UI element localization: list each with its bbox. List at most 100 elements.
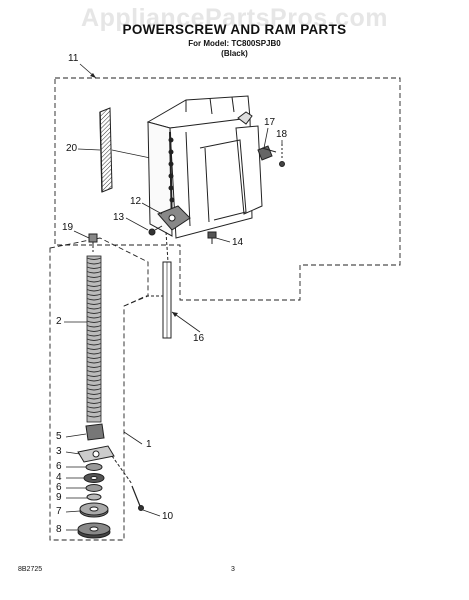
callout-2: 2 <box>56 316 62 327</box>
thread-ridge <box>86 298 102 301</box>
thread-ridge <box>86 325 102 328</box>
callout-13: 13 <box>113 212 125 223</box>
thread-ridge <box>86 334 102 337</box>
callout-6-lower: 6 <box>56 482 62 493</box>
drawing-code: 8B2725 <box>18 566 43 573</box>
upper-assembly-outline <box>54 77 401 301</box>
callout-1: 1 <box>146 439 152 450</box>
leader-14 <box>215 237 231 243</box>
callout-9: 9 <box>56 492 62 503</box>
part-6-washer-lower <box>85 484 103 492</box>
thread-ridge <box>86 280 102 283</box>
page-title: POWERSCREW AND RAM PARTS <box>122 22 347 37</box>
thread-ridge <box>86 311 102 314</box>
part-7-gear <box>79 502 109 518</box>
model-line: For Model: TC800SPJB0 <box>188 39 281 48</box>
part-8-bottom-gear <box>77 522 111 539</box>
callout-4: 4 <box>56 472 62 483</box>
callout-16: 16 <box>193 333 205 344</box>
thread-ridge <box>86 401 102 404</box>
callout-19: 19 <box>62 222 74 233</box>
leader-16 <box>171 311 201 333</box>
thread-ridge <box>86 266 102 269</box>
callout-6-upper: 6 <box>56 461 62 472</box>
part-10-screw <box>131 485 144 511</box>
callout-10: 10 <box>162 511 174 522</box>
thread-ridge <box>86 383 102 386</box>
thread-ridge <box>86 379 102 382</box>
thread-ridge <box>86 302 102 305</box>
part-12-nut-bracket <box>157 205 191 231</box>
part-9-washer <box>86 493 102 501</box>
part-19-cap <box>88 233 98 254</box>
leader-13 <box>125 217 149 231</box>
thread-ridge <box>86 361 102 364</box>
callout-8: 8 <box>56 524 62 535</box>
powerscrew-threads <box>86 257 102 418</box>
callout-7: 7 <box>56 506 62 517</box>
lower-assembly-outline <box>49 237 149 541</box>
part-13-screw <box>148 225 163 236</box>
part-2-powerscrew <box>86 255 102 423</box>
leader-12 <box>141 202 163 215</box>
leader-20 <box>77 148 101 151</box>
thread-ridge <box>86 257 102 260</box>
callout-3: 3 <box>56 446 62 457</box>
leader-16-arrow <box>172 312 178 317</box>
thread-ridge <box>86 352 102 355</box>
ram-housing <box>146 95 263 239</box>
thread-ridge <box>86 397 102 400</box>
thread-ridge <box>86 307 102 310</box>
thread-ridge <box>86 338 102 341</box>
callout-11: 11 <box>68 53 79 64</box>
leader-3 <box>65 451 81 455</box>
part-4-bearing <box>83 473 105 483</box>
thread-ridge <box>86 415 102 418</box>
part-17-bracket <box>257 145 277 161</box>
thread-ridge <box>86 329 102 332</box>
callout-14: 14 <box>232 237 244 248</box>
thread-ridge <box>86 365 102 368</box>
thread-ridge <box>86 356 102 359</box>
thread-ridge <box>86 262 102 265</box>
leader-7 <box>65 510 81 513</box>
leader-1 <box>123 431 143 445</box>
thread-ridge <box>86 370 102 373</box>
thread-ridge <box>86 392 102 395</box>
thread-ridge <box>86 271 102 274</box>
part-20-side-plate <box>99 107 113 193</box>
leader-19 <box>73 230 90 239</box>
callout-5: 5 <box>56 431 62 442</box>
leader-11-arrow <box>90 73 96 78</box>
thread-ridge <box>86 406 102 409</box>
leader-5 <box>65 433 87 438</box>
thread-ridge <box>86 316 102 319</box>
part-3-plate <box>77 445 133 485</box>
lower-outline-link <box>123 295 147 307</box>
part-14-screw <box>207 231 217 244</box>
thread-ridge <box>86 388 102 391</box>
thread-ridge <box>86 289 102 292</box>
thread-ridge <box>86 275 102 278</box>
thread-ridge <box>86 374 102 377</box>
part-6-washer-upper <box>85 463 103 471</box>
part-18-screw <box>279 144 285 167</box>
thread-ridge <box>86 347 102 350</box>
part-5-collar <box>85 423 105 441</box>
watermark: AppliancePartsPros.com <box>81 4 388 32</box>
thread-ridge <box>86 293 102 296</box>
thread-ridge <box>86 320 102 323</box>
callout-18: 18 <box>276 129 288 140</box>
callout-12: 12 <box>130 196 142 207</box>
leader-10 <box>142 509 161 517</box>
part-16-rod <box>146 231 172 339</box>
leader-17 <box>263 127 269 149</box>
page-number: 3 <box>231 566 235 573</box>
thread-ridge <box>86 343 102 346</box>
callout-20: 20 <box>66 143 78 154</box>
thread-ridge <box>86 284 102 287</box>
callout-17: 17 <box>264 117 276 128</box>
thread-ridge <box>86 410 102 413</box>
